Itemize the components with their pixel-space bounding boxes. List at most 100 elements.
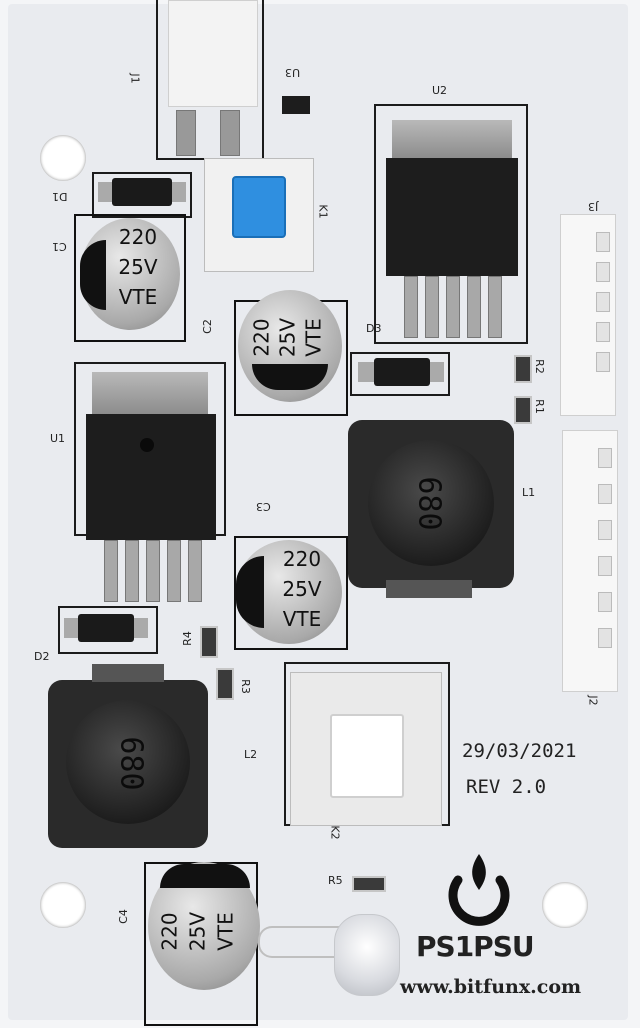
regulator-u1	[86, 414, 216, 540]
designator-r1: R1	[532, 399, 546, 414]
connector-j1	[168, 0, 258, 107]
designator-k2: K2	[328, 825, 342, 840]
capacitor-value: 220	[118, 225, 158, 249]
connector-pin	[596, 322, 610, 342]
switch-k1-cap	[232, 176, 286, 238]
led	[334, 914, 400, 996]
designator-d3: D3	[366, 322, 382, 335]
mounting-hole	[40, 135, 86, 181]
designator-r4: R4	[180, 631, 194, 646]
resistor-r2	[514, 355, 532, 383]
designator-d2: D2	[34, 650, 50, 663]
capacitor-band	[236, 556, 264, 628]
diode-terminal	[172, 182, 186, 202]
designator-u2: U2	[432, 84, 448, 97]
designator-u1: U1	[50, 432, 66, 445]
switch-k2-cap	[330, 714, 404, 798]
capacitor-value: 220	[249, 318, 274, 357]
regulator-tab	[92, 372, 208, 416]
designator-c4: C4	[116, 909, 130, 924]
regulator-mark	[140, 438, 154, 452]
logo-icon	[448, 854, 510, 926]
connector-pin	[598, 556, 612, 576]
board-date: 29/03/2021	[462, 740, 577, 762]
capacitor-series: VTE	[118, 285, 158, 309]
capacitor-series: VTE	[282, 607, 322, 631]
connector-pin	[598, 448, 612, 468]
inductor-core	[66, 700, 190, 824]
designator-c1: C1	[52, 240, 67, 253]
designator-j3: J3	[588, 200, 599, 213]
led-leads	[258, 926, 340, 958]
regulator-pin	[488, 276, 502, 338]
designator-j2: J2	[586, 695, 600, 706]
outline-d1	[92, 172, 192, 218]
regulator-pin	[125, 540, 139, 602]
capacitor-value: 220	[282, 547, 322, 571]
designator-c3: C3	[256, 500, 271, 513]
diode-d3	[374, 358, 430, 386]
outline-d2	[58, 606, 158, 654]
capacitor-band	[80, 240, 106, 310]
designator-r5: R5	[328, 874, 343, 887]
capacitor-value: 220	[157, 912, 182, 951]
mounting-hole	[542, 882, 588, 928]
website-text: www.bitfunx.com	[400, 976, 582, 998]
inductor-value: 680	[113, 736, 149, 791]
diode-terminal	[134, 618, 148, 638]
outline-u2	[374, 104, 528, 344]
resistor-r3	[216, 668, 234, 700]
regulator-pin	[167, 540, 181, 602]
regulator-pin	[104, 540, 118, 602]
designator-l2: L2	[244, 748, 258, 761]
regulator-pin	[146, 540, 160, 602]
capacitor-voltage: 25V	[185, 911, 210, 952]
inductor-value: 680	[411, 476, 447, 531]
regulator-pin	[467, 276, 481, 338]
ic-u3	[282, 96, 310, 114]
connector-pin	[598, 484, 612, 504]
outline-c1	[74, 214, 186, 342]
capacitor-band	[252, 364, 328, 390]
inductor-core	[368, 440, 494, 566]
inductor-terminal	[92, 664, 164, 682]
capacitor-voltage: 25V	[282, 577, 322, 601]
mounting-hole	[40, 882, 86, 928]
diode-terminal	[430, 362, 444, 382]
designator-d1: D1	[52, 190, 68, 203]
capacitor-series: VTE	[213, 912, 238, 951]
connector-pin	[598, 592, 612, 612]
connector-pin	[598, 520, 612, 540]
diode-terminal	[98, 182, 112, 202]
capacitor-series: VTE	[301, 318, 326, 357]
connector-pin	[596, 292, 610, 312]
designator-r3: R3	[238, 679, 252, 694]
designator-r2: R2	[532, 359, 546, 374]
connector-pin	[176, 110, 196, 156]
capacitor-band	[160, 864, 250, 888]
inductor-terminal	[386, 580, 472, 598]
designator-l1: L1	[522, 486, 536, 499]
resistor-r4	[200, 626, 218, 658]
capacitor-voltage: 25V	[275, 317, 300, 358]
regulator-pin	[188, 540, 202, 602]
regulator-u2	[386, 158, 518, 276]
capacitor-voltage: 25V	[118, 255, 158, 279]
designator-c2: C2	[200, 319, 214, 334]
connector-pin	[596, 352, 610, 372]
outline-d3	[350, 352, 450, 396]
connector-pin	[220, 110, 240, 156]
designator-j1: J1	[128, 73, 142, 84]
designator-u3: U3	[285, 66, 301, 79]
diode-d2	[78, 614, 134, 642]
diode-d1	[112, 178, 172, 206]
connector-pin	[598, 628, 612, 648]
resistor-r1	[514, 396, 532, 424]
regulator-pin	[446, 276, 460, 338]
regulator-tab	[392, 120, 512, 160]
resistor-r5	[352, 876, 386, 892]
logo-text: PS1PSU	[416, 930, 535, 963]
board-revision: REV 2.0	[466, 776, 547, 798]
outline-c3	[234, 536, 348, 650]
